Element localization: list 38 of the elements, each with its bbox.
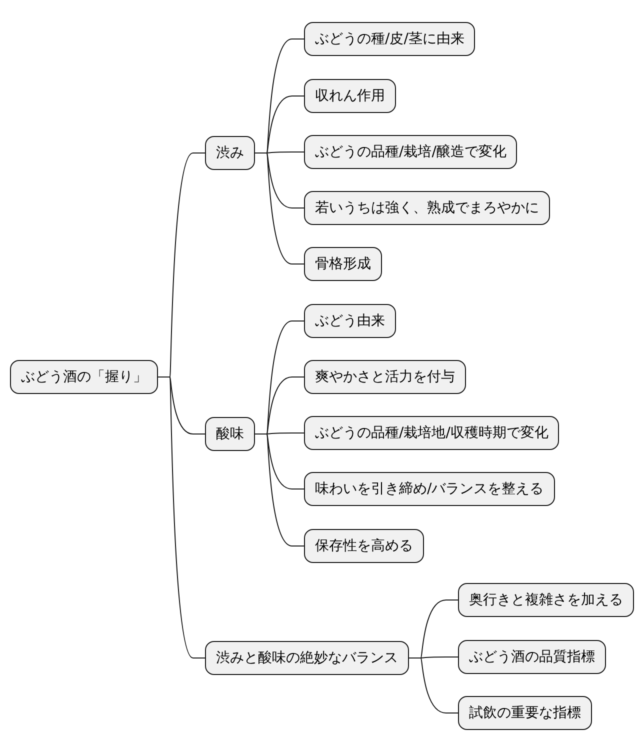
- connector: [158, 376, 206, 658]
- topic-box: [205, 417, 255, 451]
- topic-box: [304, 135, 518, 169]
- topic-label: 奥行きと複雑さを加える: [469, 591, 623, 609]
- topic-label: ぶどう酒の「握り」: [21, 368, 147, 386]
- topic-label: 渋み: [216, 144, 244, 162]
- topic-label: ぶどうの品種/栽培/醸造で変化: [315, 143, 506, 161]
- topic-box: [304, 416, 560, 450]
- connector: [254, 152, 304, 264]
- topic-label: 若いうちは強く、熟成でまろやかに: [315, 199, 539, 217]
- topic-label: 試飲の重要な指標: [469, 704, 581, 722]
- connector: [408, 658, 458, 714]
- topic-box: [205, 136, 255, 170]
- topic-box: [10, 360, 158, 394]
- topic-label: 骨格形成: [315, 255, 371, 273]
- topic-box: [304, 22, 476, 56]
- topic-label: ぶどうの品種/栽培地/収穫時期で変化: [315, 424, 548, 442]
- topic-label: ぶどうの種/皮/茎に由来: [315, 30, 464, 48]
- topic-box: [458, 583, 634, 617]
- topic-label: 味わいを引き締め/バランスを整える: [315, 480, 544, 498]
- topic-box: [458, 696, 592, 730]
- topic-label: 保存性を高める: [315, 537, 413, 555]
- topic-label: 酸味: [216, 425, 244, 443]
- topic-box: [304, 304, 396, 338]
- topic-box: [304, 529, 424, 563]
- topic-label: 収れん作用: [315, 87, 385, 105]
- topic-box: [458, 640, 606, 674]
- topic-box: [304, 79, 396, 113]
- topic-label: 爽やかさと活力を付与: [315, 368, 455, 386]
- topic-label: 渋みと酸味の絶妙なバランス: [216, 649, 398, 667]
- topic-box: [304, 247, 382, 281]
- topic-box: [205, 641, 409, 675]
- topic-label: ぶどう由来: [315, 312, 385, 330]
- topic-box: [304, 472, 555, 506]
- topic-label: ぶどう酒の品質指標: [469, 648, 595, 666]
- connector: [254, 434, 304, 546]
- topic-box: [304, 191, 550, 225]
- topic-box: [304, 360, 466, 394]
